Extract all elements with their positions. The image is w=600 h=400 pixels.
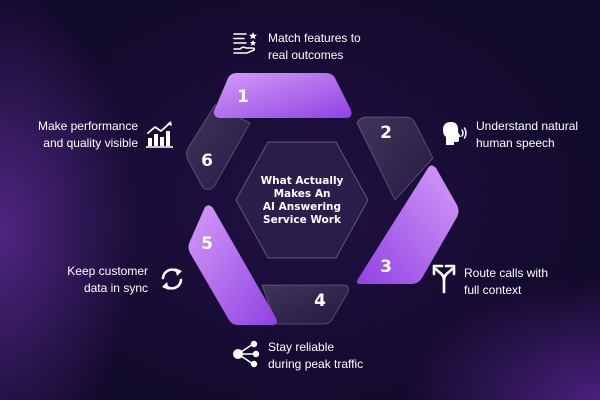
segment-6-number: 6	[201, 151, 213, 171]
segment-6-shape	[186, 104, 251, 190]
center-title-line-3: AI Answering	[263, 201, 341, 213]
center-title-line-4: Service Work	[263, 214, 342, 226]
speaking-head-icon	[443, 122, 467, 145]
segment-5-shape	[188, 205, 277, 325]
segment-4-shape	[261, 284, 349, 325]
segment-2-number: 2	[380, 123, 392, 143]
segment-6-label: Make performance and quality visible	[37, 119, 138, 150]
network-nodes-icon	[233, 340, 260, 368]
bar-chart-trend-icon	[146, 121, 173, 148]
segment-3-label: Route calls with full context	[464, 266, 549, 297]
segment-2-shape	[356, 116, 434, 201]
split-arrows-icon	[432, 264, 456, 294]
segment-4-number: 4	[314, 291, 326, 311]
center-title-line-2: Makes An	[274, 188, 331, 200]
segment-3-shape	[356, 165, 459, 284]
center-title-line-1: What Actually	[261, 175, 344, 187]
segment-3-number: 3	[380, 257, 392, 277]
segment-1-label: Match features to real outcomes	[268, 31, 361, 62]
segment-4-label: Stay reliable during peak traffic	[268, 340, 364, 371]
segment-1-number: 1	[237, 87, 249, 107]
segment-2-label: Understand natural human speech	[476, 119, 579, 150]
hand-with-stars-icon	[233, 32, 257, 54]
segment-5-label: Keep customer data in sync	[67, 264, 148, 295]
center-hexagon	[235, 141, 369, 259]
sync-arrows-icon	[161, 268, 183, 290]
segment-1-shape	[213, 73, 352, 118]
segment-5-number: 5	[201, 234, 213, 254]
